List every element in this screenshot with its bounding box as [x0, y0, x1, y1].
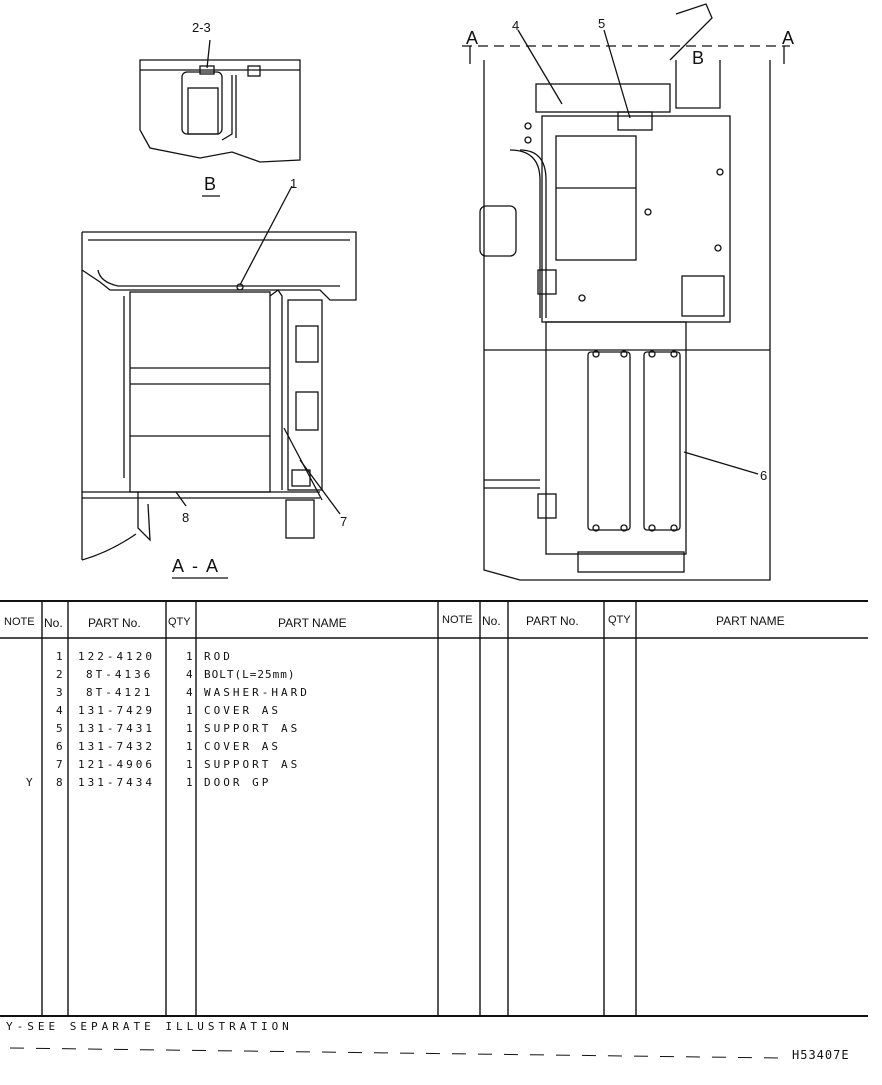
footer-note: Y-SEE SEPARATE ILLUSTRATION: [6, 1020, 293, 1033]
callout-7: 7: [340, 514, 348, 529]
header-part-name-right: PART NAME: [716, 614, 785, 628]
view-b-drawing: [139, 39, 301, 197]
row-part-name: ROD: [204, 650, 233, 663]
row-part-name: SUPPORT AS: [204, 722, 301, 735]
row-part-no: 131-7434: [78, 776, 155, 789]
parts-table-grid: [0, 600, 868, 1017]
row-part-name: SUPPORT AS: [204, 758, 301, 771]
row-no: 7: [56, 758, 66, 771]
callout-8: 8: [182, 510, 190, 525]
view-aa-drawing: [81, 185, 357, 579]
row-qty: 1: [186, 776, 196, 789]
row-note: Y: [26, 776, 36, 789]
row-part-no: 8T-4121: [86, 686, 154, 699]
header-qty-right: QTY: [608, 614, 631, 626]
header-part-no-right: PART No.: [526, 614, 579, 628]
view-aa-label: A - A: [172, 556, 221, 576]
row-no: 4: [56, 704, 66, 717]
parts-illustration: [81, 3, 790, 581]
header-note-left: NOTE: [4, 616, 35, 628]
row-no: 8: [56, 776, 66, 789]
row-qty: 1: [186, 758, 196, 771]
header-part-no-left: PART No.: [88, 616, 141, 630]
callout-2-3: 2-3: [192, 20, 211, 35]
row-no: 1: [56, 650, 66, 663]
row-qty: 1: [186, 722, 196, 735]
row-part-name: COVER AS: [204, 740, 281, 753]
callout-4: 4: [512, 18, 520, 33]
section-a-left-label: A: [466, 28, 479, 48]
row-part-no: 122-4120: [78, 650, 155, 663]
section-a-right-label: A: [782, 28, 795, 48]
row-part-no: 121-4906: [78, 758, 155, 771]
row-no: 6: [56, 740, 66, 753]
row-part-no: 8T-4136: [86, 668, 154, 681]
row-no: 2: [56, 668, 66, 681]
footer-dash-rule: [9, 1047, 781, 1059]
document-number: H53407E: [792, 1048, 850, 1062]
row-part-name: DOOR GP: [204, 776, 272, 789]
main-view-drawing: [462, 3, 790, 581]
row-qty: 1: [186, 740, 196, 753]
row-qty: 4: [186, 668, 196, 681]
callout-1: 1: [290, 176, 298, 191]
row-part-name: WASHER-HARD: [204, 686, 310, 699]
row-no: 3: [56, 686, 66, 699]
row-part-no: 131-7432: [78, 740, 155, 753]
callout-5: 5: [598, 16, 606, 31]
row-qty: 1: [186, 650, 196, 663]
row-part-no: 131-7429: [78, 704, 155, 717]
header-no-left: No.: [44, 616, 63, 630]
row-no: 5: [56, 722, 66, 735]
callout-6: 6: [760, 468, 768, 483]
row-part-name: COVER AS: [204, 704, 281, 717]
header-part-name-left: PART NAME: [278, 616, 347, 630]
view-b-label: B: [204, 174, 217, 194]
row-qty: 4: [186, 686, 196, 699]
header-qty-left: QTY: [168, 616, 191, 628]
section-b-marker: B: [692, 48, 705, 68]
row-part-no: 131-7431: [78, 722, 155, 735]
header-no-right: No.: [482, 614, 501, 628]
header-note-right: NOTE: [442, 614, 473, 626]
row-part-name: BOLT(L=25mm): [204, 668, 296, 681]
row-qty: 1: [186, 704, 196, 717]
